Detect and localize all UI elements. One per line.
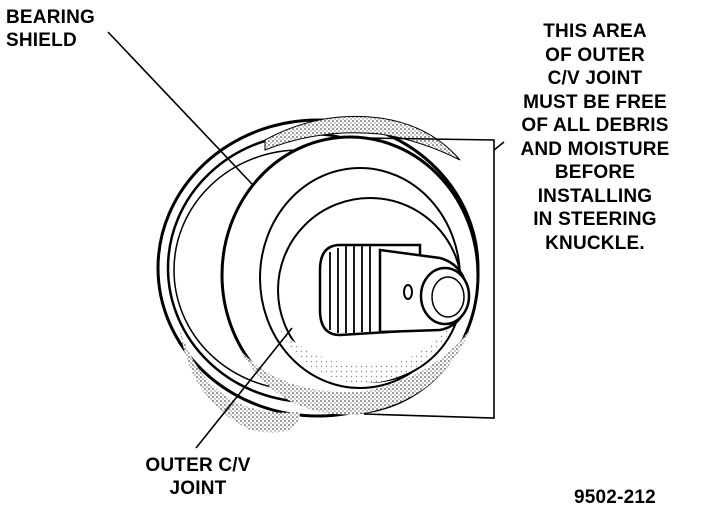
outer-cv-joint-label: OUTER C/V JOINT	[128, 454, 268, 500]
stub-shaft	[318, 243, 471, 337]
bearing-shield-label-line-1: BEARING	[6, 7, 96, 28]
figure-number: 9502-212	[574, 487, 656, 508]
bearing-shield-label-line-2: SHIELD	[6, 30, 77, 51]
debris-note-line-3: C/V JOINT	[547, 68, 643, 89]
debris-note-line-9: IN STEERING	[533, 209, 657, 230]
leader-lines	[107, 31, 505, 449]
debris-note: THIS AREA OF OUTER C/V JOINT MUST BE FRE…	[500, 20, 690, 255]
outer-cv-joint-leader	[195, 327, 293, 449]
debris-note-line-1: THIS AREA	[543, 21, 647, 42]
debris-note-line-10: KNUCKLE.	[545, 232, 645, 254]
bearing-shield-leader	[107, 31, 253, 185]
outer-cv-joint-label-line-1: OUTER C/V	[145, 455, 251, 476]
bearing-shield-label: BEARING SHIELD	[6, 6, 95, 52]
area-bracket-tick	[493, 141, 505, 151]
debris-note-line-2: OF OUTER	[545, 44, 645, 66]
debris-note-line-8: INSTALLING	[537, 185, 653, 207]
debris-note-line-7: BEFORE	[554, 162, 636, 183]
area-bracket	[363, 137, 495, 419]
debris-note-line-6: AND MOISTURE	[520, 138, 670, 160]
debris-note-line-5: OF ALL DEBRIS	[521, 115, 669, 136]
outer-cv-joint-label-line-2: JOINT	[169, 478, 227, 499]
debris-note-line-4: MUST BE FREE	[523, 91, 667, 113]
